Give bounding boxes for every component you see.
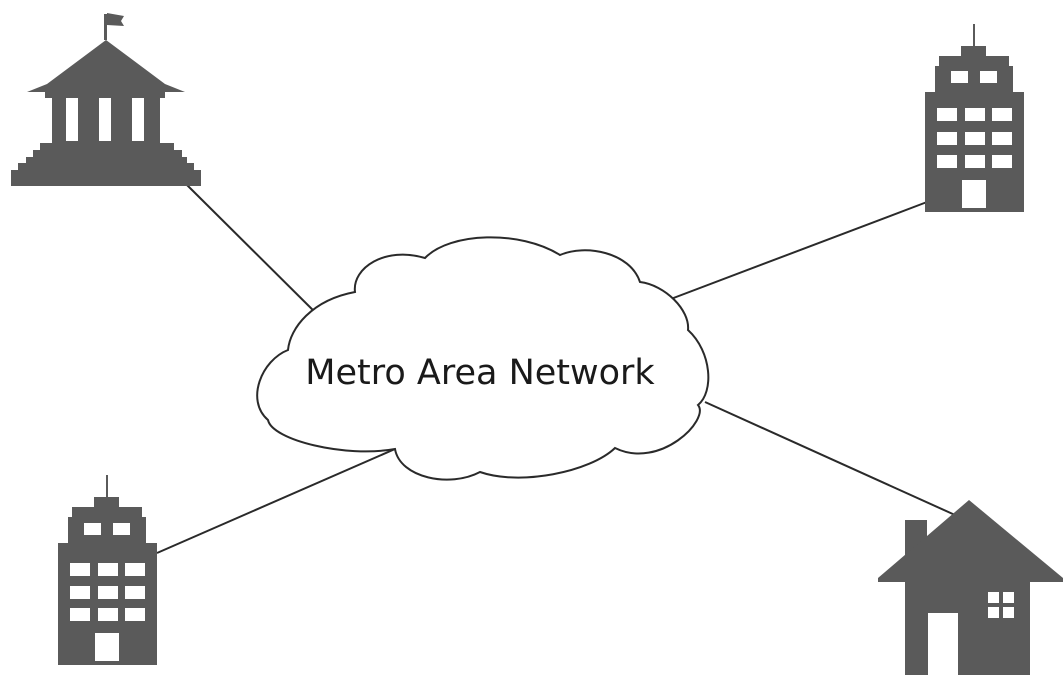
office-building-icon	[58, 475, 157, 665]
office-building-icon	[925, 24, 1024, 212]
connection-office-building-top-right	[654, 201, 928, 306]
connection-government-building	[186, 184, 334, 331]
network-cloud: Metro Area Network	[256, 236, 710, 481]
connections	[156, 184, 956, 554]
connection-house	[704, 401, 956, 516]
cloud-shape	[256, 236, 710, 481]
house-icon	[878, 500, 1063, 675]
government-building-icon	[11, 13, 201, 186]
network-label: Metro Area Network	[305, 353, 655, 393]
connection-office-building-bottom-left	[156, 448, 396, 554]
